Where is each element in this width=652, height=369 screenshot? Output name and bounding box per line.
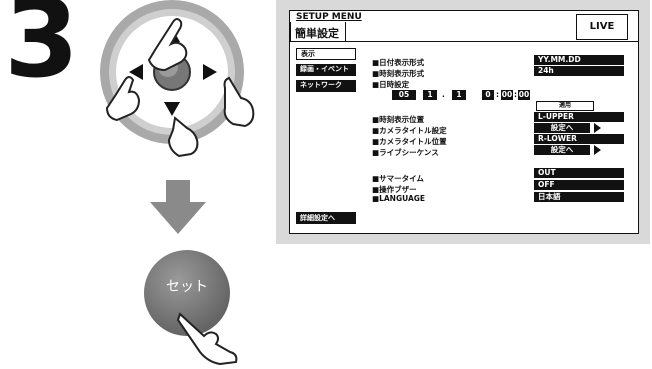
hand-top-icon — [147, 18, 188, 72]
live-button[interactable]: LIVE — [576, 14, 628, 40]
time-position-value[interactable]: L-UPPER — [534, 112, 624, 122]
set-label: セット — [166, 279, 208, 295]
camera-title-arrow-icon[interactable] — [594, 123, 601, 133]
sidebar-item-recording-event[interactable]: 録画・イベント — [296, 64, 356, 76]
arrow-left-icon[interactable] — [129, 64, 143, 80]
date-format-label: ■日付表示形式 — [372, 58, 425, 67]
arrow-right-icon[interactable] — [203, 64, 217, 80]
buzzer-label: ■操作ブザー — [372, 185, 417, 194]
camera-title-position-label: ■カメラタイトル位置 — [372, 137, 447, 146]
live-sequence-label: ■ライブシーケンス — [372, 148, 439, 157]
date-format-value[interactable]: YY.MM.DD — [534, 55, 624, 65]
detail-settings-button[interactable]: 詳細設定へ — [296, 212, 356, 224]
datetime-label: ■日時設定 — [372, 80, 410, 89]
step-number: 3 — [4, 0, 80, 102]
sidebar-item-display[interactable]: 表示 — [296, 48, 356, 60]
buzzer-value[interactable]: OFF — [534, 180, 624, 190]
live-sequence-arrow-icon[interactable] — [594, 145, 601, 155]
language-value[interactable]: 日本語 — [534, 192, 624, 202]
hand-bottom-icon — [167, 116, 199, 158]
time-format-value[interactable]: 24h — [534, 66, 624, 76]
camera-title-position-value[interactable]: R-LOWER — [534, 134, 624, 144]
direction-pad — [100, 0, 255, 158]
apply-button[interactable]: 適用 — [536, 101, 594, 111]
time-format-label: ■時刻表示形式 — [372, 69, 425, 78]
camera-title-label: ■カメラタイトル設定 — [372, 126, 447, 135]
hour-field[interactable]: 0 — [482, 90, 494, 100]
day-field[interactable]: 1 — [452, 90, 466, 100]
arrow-down-icon[interactable] — [164, 102, 180, 116]
hand-right-icon — [223, 76, 255, 128]
hand-set-icon — [176, 312, 238, 366]
camera-title-button[interactable]: 設定へ — [534, 123, 590, 133]
minute-field[interactable]: 00 — [501, 90, 513, 100]
summer-time-value[interactable]: OUT — [534, 168, 624, 178]
live-sequence-button[interactable]: 設定へ — [534, 145, 590, 155]
date-separator: . — [442, 90, 445, 99]
language-label: ■LANGUAGE — [372, 194, 426, 203]
second-field[interactable]: 00 — [518, 90, 530, 100]
sidebar-item-network[interactable]: ネットワーク — [296, 80, 356, 92]
summer-time-label: ■サマータイム — [372, 174, 424, 183]
time-separator-2: : — [514, 90, 517, 99]
month-field[interactable]: 1 — [423, 90, 437, 100]
year-field[interactable]: 05 — [392, 90, 416, 100]
menu-title: SETUP MENU — [296, 12, 362, 22]
time-position-label: ■時刻表示位置 — [372, 115, 425, 124]
hand-left-icon — [105, 76, 141, 122]
down-arrow-icon — [150, 180, 206, 234]
menu-subtitle: 簡単設定 — [290, 22, 346, 42]
header-divider — [346, 41, 638, 42]
time-separator: : — [496, 90, 499, 99]
